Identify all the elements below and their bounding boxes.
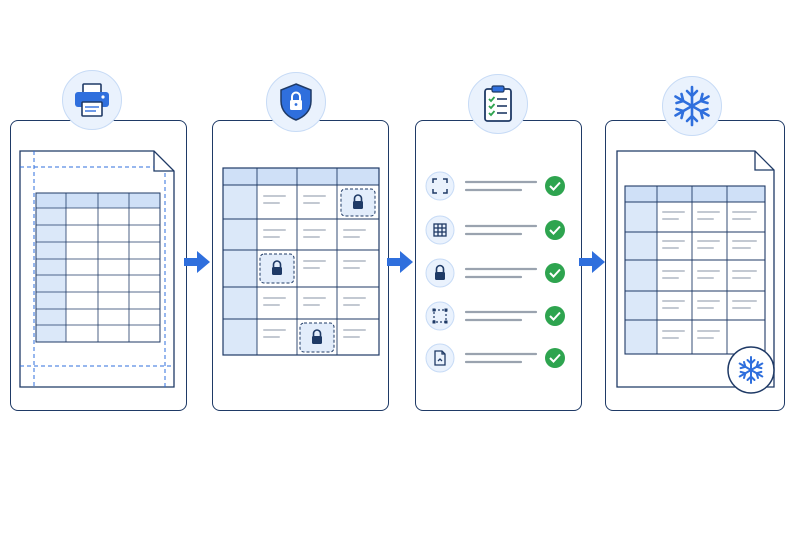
print-table: [35, 192, 161, 343]
clipboard-badge: [468, 74, 528, 134]
step-1-card: [10, 120, 187, 411]
checklist-row: [425, 171, 565, 201]
document-icon: [434, 350, 446, 366]
snowflake-small-icon: [738, 356, 764, 384]
step-4-card: [605, 120, 785, 411]
checklist-row: [425, 258, 565, 288]
page-fold: [754, 151, 774, 171]
shield-badge: [266, 72, 326, 132]
check-icon: [545, 220, 565, 240]
grid-icon: [433, 223, 447, 237]
step-2-card: [212, 120, 389, 411]
check-icon: [545, 263, 565, 283]
clipboard-checklist-icon: [484, 85, 512, 122]
locked-cell: [340, 188, 376, 217]
printer-icon: [75, 83, 109, 117]
locked-cell: [259, 253, 295, 284]
printer-badge: [62, 70, 122, 130]
check-icon: [545, 176, 565, 196]
frozen-badge: [727, 346, 775, 394]
fit-frame-icon: [432, 178, 448, 194]
flow-arrow-3: [579, 251, 605, 273]
flow-arrow-1: [184, 251, 210, 273]
checklist-row: [425, 215, 565, 245]
frozen-table-illustration: [616, 150, 775, 394]
cell-placeholder-lines: [662, 211, 757, 339]
flow-arrow-2: [387, 251, 413, 273]
protect-table: [222, 167, 380, 356]
checklist-row: [425, 301, 565, 331]
snowflake-badge: [662, 76, 722, 136]
checklist-illustration: [425, 171, 565, 373]
check-icon: [545, 348, 565, 368]
checklist-row: [425, 343, 565, 373]
frozen-table: [624, 185, 766, 355]
check-icon: [545, 306, 565, 326]
cell-placeholder-lines: [263, 195, 366, 338]
dashed-selection-icon: [432, 308, 448, 324]
print-area-illustration: [19, 150, 175, 388]
step-3-card: [415, 120, 582, 411]
lock-icon: [435, 264, 445, 280]
snowflake-icon: [674, 85, 710, 127]
page-fold: [153, 151, 174, 172]
locked-cell: [299, 322, 335, 353]
locked-cells-illustration: [222, 167, 380, 356]
shield-lock-icon: [280, 83, 312, 121]
